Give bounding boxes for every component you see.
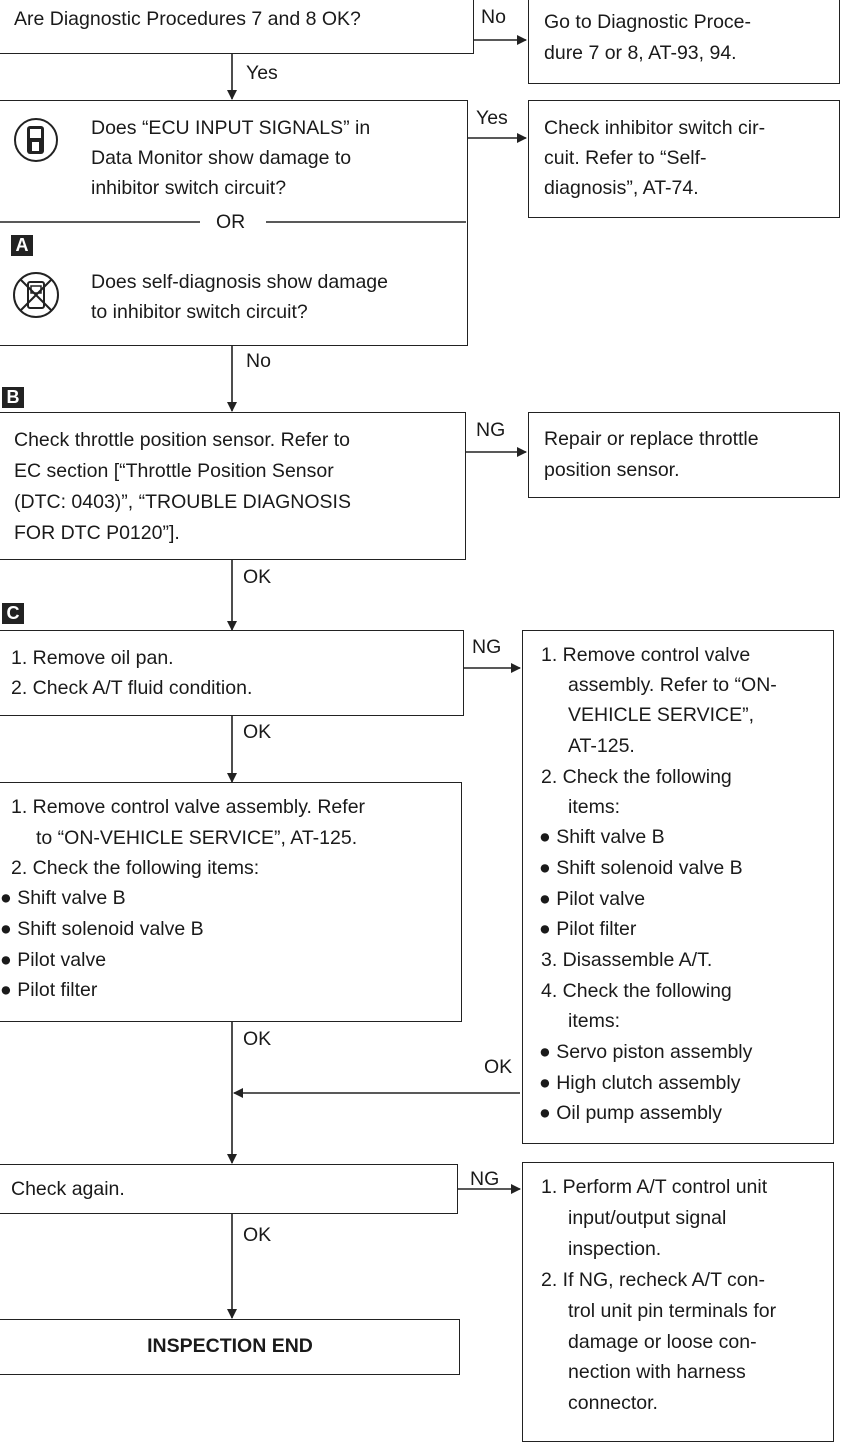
q6ng-line-6: damage or loose con- bbox=[568, 1331, 757, 1353]
q4ng-item-shift-valve: Shift valve B bbox=[556, 826, 665, 848]
action-box-q2-yes bbox=[528, 100, 840, 218]
q6ng-line-3: inspection. bbox=[568, 1238, 662, 1260]
q4ng-item-shift-solenoid: Shift solenoid valve B bbox=[556, 857, 743, 879]
action-box-q3-ng bbox=[528, 412, 840, 498]
q4ng-bullet-1: ● Shift valve B bbox=[539, 826, 665, 848]
question-box-6 bbox=[0, 1164, 458, 1214]
question-box-3 bbox=[0, 412, 466, 560]
marker-a: A bbox=[11, 235, 33, 256]
q3-line-4: FOR DTC P0120”]. bbox=[14, 522, 180, 544]
question-box-4 bbox=[0, 630, 464, 716]
question-1-text: Are Diagnostic Procedures 7 and 8 OK? bbox=[14, 8, 361, 30]
q5-line-1: 1. Remove control valve assembly. Refer bbox=[11, 796, 366, 818]
q4ng-line-2: assembly. Refer to “ON- bbox=[568, 674, 777, 696]
q4ng-item-oil-pump: Oil pump assembly bbox=[556, 1102, 723, 1124]
q2-b-line-2: to inhibitor switch circuit? bbox=[91, 301, 308, 323]
q5-item-pilot-valve: Pilot valve bbox=[17, 949, 107, 971]
end-text: INSPECTION END bbox=[147, 1335, 313, 1357]
q2-a-line-1: Does “ECU INPUT SIGNALS” in bbox=[91, 117, 371, 139]
q3-line-3: (DTC: 0403)”, “TROUBLE DIAGNOSIS bbox=[14, 491, 351, 513]
q4ng-line-3: VEHICLE SERVICE”, bbox=[568, 704, 755, 726]
q5-item-shift-solenoid: Shift solenoid valve B bbox=[17, 918, 204, 940]
or-divider bbox=[0, 221, 466, 223]
label-q5-ok: OK bbox=[243, 1028, 272, 1050]
or-label: OR bbox=[216, 211, 246, 233]
q4ng-bullet-2: ● Shift solenoid valve B bbox=[539, 857, 743, 879]
label-q6-ok: OK bbox=[243, 1224, 272, 1246]
q4-line-1: 1. Remove oil pan. bbox=[11, 647, 174, 669]
label-q6-ng: NG bbox=[470, 1168, 500, 1190]
label-q1-yes: Yes bbox=[246, 62, 278, 84]
q6ng-line-4: 2. If NG, recheck A/T con- bbox=[541, 1269, 765, 1291]
action-box-q1-no bbox=[528, 0, 840, 84]
end-box bbox=[0, 1319, 460, 1375]
q4ng-bullet-6: ● High clutch assembly bbox=[539, 1072, 741, 1094]
q4ng-line-5: 2. Check the following bbox=[541, 766, 732, 788]
q6ng-line-1: 1. Perform A/T control unit bbox=[541, 1176, 768, 1198]
q5-bullet-4: ● Pilot filter bbox=[0, 979, 98, 1001]
q5-bullet-3: ● Pilot valve bbox=[0, 949, 107, 971]
q4ng-bullet-4: ● Pilot filter bbox=[539, 918, 637, 940]
action-q3-ng-line-1: Repair or replace throttle bbox=[544, 428, 759, 450]
label-q4-ok: OK bbox=[243, 721, 272, 743]
q3-line-2: EC section [“Throttle Position Sensor bbox=[14, 460, 334, 482]
q4ng-line-6: items: bbox=[568, 796, 621, 818]
q5-bullet-1: ● Shift valve B bbox=[0, 887, 126, 909]
q4ng-line-12: 4. Check the following bbox=[541, 980, 732, 1002]
label-q3-ng: NG bbox=[476, 419, 506, 441]
q5-line-3: 2. Check the following items: bbox=[11, 857, 260, 879]
action-q1-no-line-1: Go to Diagnostic Proce- bbox=[544, 11, 752, 33]
q4ng-item-pilot-filter: Pilot filter bbox=[556, 918, 637, 940]
label-q4ng-ok: OK bbox=[484, 1056, 513, 1078]
q4ng-item-high-clutch: High clutch assembly bbox=[556, 1072, 741, 1094]
q4ng-item-pilot-valve: Pilot valve bbox=[556, 888, 646, 910]
action-q2-yes-line-3: diagnosis”, AT-74. bbox=[544, 177, 699, 199]
q4ng-line-4: AT-125. bbox=[568, 735, 635, 757]
marker-b: B bbox=[2, 387, 24, 408]
action-box-q4-ng bbox=[522, 630, 834, 1144]
action-box-q6-ng bbox=[522, 1162, 834, 1442]
action-q3-ng-line-2: position sensor. bbox=[544, 459, 680, 481]
action-q2-yes-line-1: Check inhibitor switch cir- bbox=[544, 117, 766, 139]
label-q3-ok: OK bbox=[243, 566, 272, 588]
q6-text: Check again. bbox=[11, 1178, 125, 1200]
question-box-5 bbox=[0, 782, 462, 1022]
consult-tool-icon bbox=[14, 118, 58, 162]
no-tool-icon bbox=[13, 272, 59, 318]
q3-line-1: Check throttle position sensor. Refer to bbox=[14, 429, 351, 451]
q4ng-line-13: items: bbox=[568, 1010, 621, 1032]
q2-a-line-2: Data Monitor show damage to bbox=[91, 147, 352, 169]
q5-item-pilot-filter: Pilot filter bbox=[17, 979, 98, 1001]
q6ng-line-7: nection with harness bbox=[568, 1361, 746, 1383]
q4ng-line-1: 1. Remove control valve bbox=[541, 644, 751, 666]
q4ng-bullet-7: ● Oil pump assembly bbox=[539, 1102, 723, 1124]
q4ng-item-servo-piston: Servo piston assembly bbox=[556, 1041, 753, 1063]
q4ng-line-11: 3. Disassemble A/T. bbox=[541, 949, 713, 971]
q2-a-line-3: inhibitor switch circuit? bbox=[91, 177, 287, 199]
marker-c: C bbox=[2, 603, 24, 624]
q6ng-line-5: trol unit pin terminals for bbox=[568, 1300, 777, 1322]
question-box-1 bbox=[0, 0, 474, 54]
q5-item-shift-valve: Shift valve B bbox=[17, 887, 126, 909]
label-q2-yes: Yes bbox=[476, 107, 508, 129]
label-q1-no: No bbox=[481, 6, 506, 28]
q4-line-2: 2. Check A/T fluid condition. bbox=[11, 677, 253, 699]
q4ng-bullet-3: ● Pilot valve bbox=[539, 888, 646, 910]
label-q4-ng: NG bbox=[472, 636, 502, 658]
question-box-2 bbox=[0, 100, 468, 346]
q6ng-line-8: connector. bbox=[568, 1392, 658, 1414]
q5-bullet-2: ● Shift solenoid valve B bbox=[0, 918, 204, 940]
q6ng-line-2: input/output signal bbox=[568, 1207, 727, 1229]
q2-b-line-1: Does self-diagnosis show damage bbox=[91, 271, 388, 293]
q5-line-2: to “ON-VEHICLE SERVICE”, AT-125. bbox=[36, 827, 358, 849]
q4ng-bullet-5: ● Servo piston assembly bbox=[539, 1041, 753, 1063]
action-q1-no-line-2: dure 7 or 8, AT-93, 94. bbox=[544, 42, 737, 64]
label-q2-no: No bbox=[246, 350, 271, 372]
action-q2-yes-line-2: cuit. Refer to “Self- bbox=[544, 147, 707, 169]
